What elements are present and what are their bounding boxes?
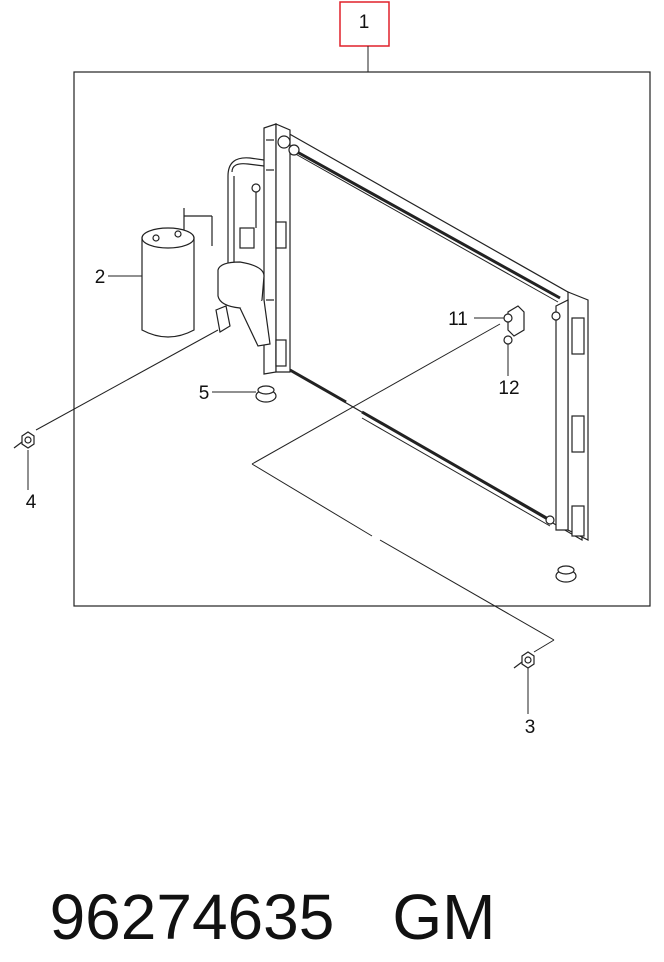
mounting-bracket-11 — [503, 305, 525, 337]
part-caption: 96274635 GM — [14, 782, 496, 953]
bolt-4 — [13, 431, 35, 449]
leader-lines — [27, 275, 555, 714]
rubber-grommet-lower — [555, 565, 577, 583]
callout-3-label: 3 — [525, 717, 536, 738]
diagram-frame — [73, 71, 651, 607]
parts-diagram: 1 — [13, 1, 651, 738]
callout-2-label: 2 — [95, 267, 106, 288]
nut-12 — [503, 335, 513, 345]
drier-bracket-and-pipe — [215, 157, 271, 347]
callout-4-label: 4 — [26, 492, 37, 513]
right-side-tank — [545, 291, 589, 541]
rubber-grommet-5 — [255, 385, 277, 403]
bolt-3 — [513, 651, 535, 669]
callout-5-label: 5 — [199, 383, 210, 404]
callout-1-highlight-box[interactable] — [339, 1, 390, 47]
callout-1-label: 1 — [359, 12, 370, 33]
brand-name: GM — [392, 881, 496, 953]
callout-12-label: 12 — [498, 378, 519, 399]
left-side-tank — [263, 123, 300, 375]
condenser-core — [285, 130, 583, 542]
callout-11-label: 11 — [448, 309, 468, 330]
receiver-drier-2 — [141, 208, 213, 338]
part-number: 96274635 — [49, 881, 335, 953]
